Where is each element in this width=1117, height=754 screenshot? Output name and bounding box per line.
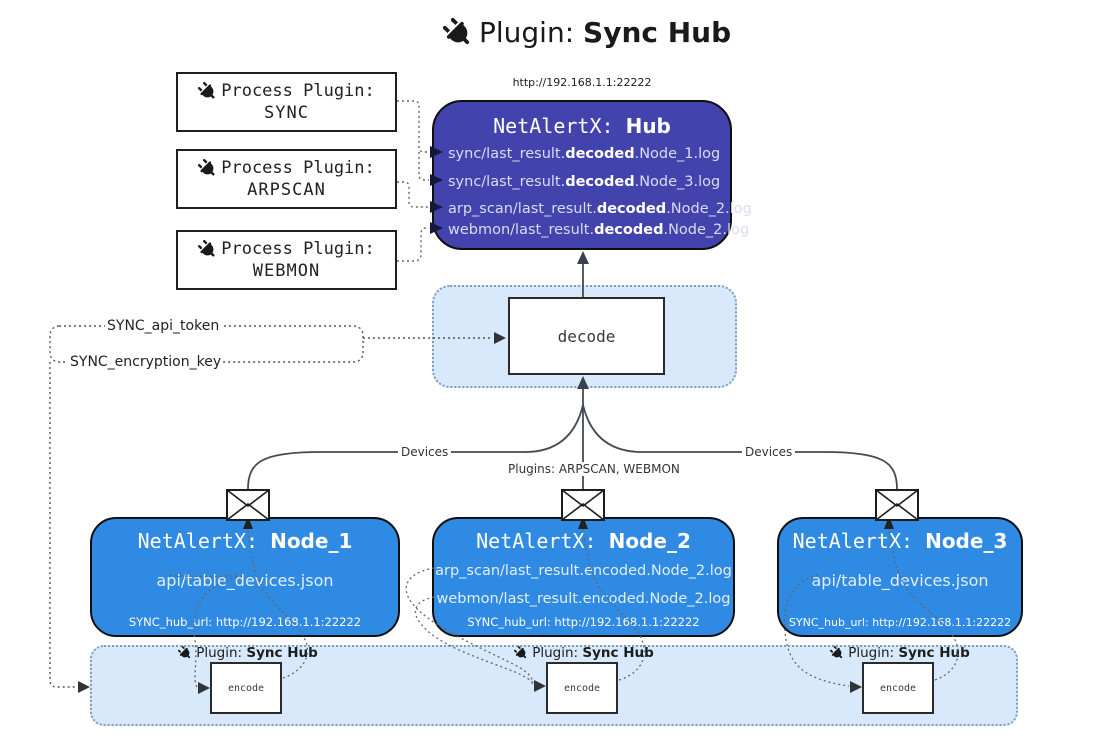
devices-label-left: Devices xyxy=(398,445,452,459)
hub-log-line: webmon/last_result.decoded.Node_2.log xyxy=(448,222,750,238)
plug-icon xyxy=(194,155,221,182)
node-title: NetAlertX: Node_3 xyxy=(792,529,1008,553)
encode-box-node2: encode xyxy=(546,662,618,714)
hub-title: NetAlertX: Hub xyxy=(493,114,671,138)
process-plugin-label: Process Plugin: xyxy=(221,239,375,259)
encode-plugin-label: Plugin: Sync Hub xyxy=(830,645,970,661)
process-plugin-name: SYNC xyxy=(264,103,309,123)
sync-encryption-key-label: SYNC_encryption_key xyxy=(68,354,224,370)
process-plugin-label: Process Plugin: xyxy=(221,81,375,101)
plug-icon xyxy=(827,643,847,663)
encode-plugin-label: Plugin: Sync Hub xyxy=(514,645,654,661)
node-box-node1: NetAlertX: Node_1 api/table_devices.json… xyxy=(90,517,400,637)
decode-box: decode xyxy=(508,297,665,375)
node-file-line: arp_scan/last_result.encoded.Node_2.log xyxy=(435,563,732,579)
node-hub-url: SYNC_hub_url: http://192.168.1.1:22222 xyxy=(788,616,1012,629)
edge-node3-devices xyxy=(582,404,898,490)
encode-box-node1: encode xyxy=(210,662,282,714)
decode-label: decode xyxy=(557,326,616,346)
plug-icon xyxy=(194,236,221,263)
plug-icon xyxy=(194,78,221,105)
node-box-node3: NetAlertX: Node_3 api/table_devices.json… xyxy=(777,517,1023,637)
process-plugin-box-webmon: Process Plugin: WEBMON xyxy=(176,230,397,290)
hub-name: Hub xyxy=(625,114,671,138)
process-plugin-label: Process Plugin: xyxy=(221,158,375,178)
envelope-icon-node2 xyxy=(561,489,605,521)
process-plugin-box-sync: Process Plugin: SYNC xyxy=(176,72,397,132)
node-hub-url: SYNC_hub_url: http://192.168.1.1:22222 xyxy=(467,615,700,629)
edge-arpscan-to-hub xyxy=(397,181,429,208)
encode-box-node3: encode xyxy=(862,662,934,714)
plug-icon xyxy=(175,643,195,663)
node-box-node2: NetAlertX: Node_2 arp_scan/last_result.e… xyxy=(432,517,735,637)
edge-sync-to-hub xyxy=(397,100,429,153)
node-hub-url: SYNC_hub_url: http://192.168.1.1:22222 xyxy=(128,615,362,629)
process-plugin-name: WEBMON xyxy=(252,261,321,281)
node-title: NetAlertX: Node_2 xyxy=(476,529,691,553)
edge-webmon-to-hub xyxy=(397,227,429,262)
node-file-line: api/table_devices.json xyxy=(156,571,334,590)
hub-log-line: sync/last_result.decoded.Node_1.log xyxy=(448,146,721,162)
envelope-icon-node1 xyxy=(226,489,270,521)
edge-encryption-key-to-panel xyxy=(49,362,76,688)
node-file-line: api/table_devices.json xyxy=(811,571,989,590)
plug-icon xyxy=(511,643,531,663)
encode-label: encode xyxy=(563,682,601,694)
node-title: NetAlertX: Node_1 xyxy=(137,529,353,553)
plug-icon xyxy=(437,11,479,53)
devices-label-right: Devices xyxy=(742,445,796,459)
process-plugin-name: ARPSCAN xyxy=(247,180,326,200)
encode-label: encode xyxy=(879,682,917,694)
envelope-icon-node3 xyxy=(875,489,919,521)
encode-label: encode xyxy=(227,682,265,694)
plugins-label-mid: Plugins: ARPSCAN, WEBMON xyxy=(505,462,683,476)
node-file-line: webmon/last_result.encoded.Node_2.log xyxy=(436,591,731,607)
page-title: Plugin: Sync Hub xyxy=(443,16,731,49)
hub-log-line: arp_scan/last_result.decoded.Node_2.log xyxy=(448,201,752,217)
sync-api-token-label: SYNC_api_token xyxy=(105,318,222,334)
process-plugin-box-arpscan: Process Plugin: ARPSCAN xyxy=(176,149,397,209)
edge-sync-to-hub2 xyxy=(418,152,429,181)
hub-log-line: sync/last_result.decoded.Node_3.log xyxy=(448,174,721,190)
title-name: Sync Hub xyxy=(583,16,732,49)
encode-plugin-label: Plugin: Sync Hub xyxy=(178,645,318,661)
hub-url-label: http://192.168.1.1:22222 xyxy=(512,76,652,89)
title-prefix: Plugin: xyxy=(479,16,584,49)
hub-box: NetAlertX: Hub sync/last_result.decoded.… xyxy=(432,100,752,250)
